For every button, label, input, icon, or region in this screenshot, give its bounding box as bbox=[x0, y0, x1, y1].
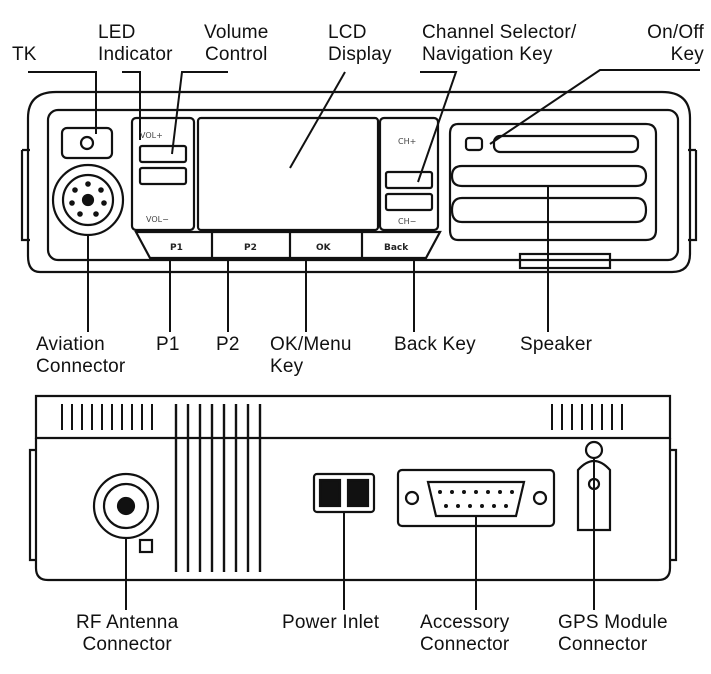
vol-down-mark: VOL− bbox=[146, 215, 169, 224]
vol-up-mark: VOL+ bbox=[140, 131, 163, 140]
leader-lines bbox=[28, 69, 700, 610]
speaker-label: Speaker bbox=[520, 334, 593, 355]
p1-label: P1 bbox=[156, 334, 180, 355]
channel-selector-label: Channel Selector/Navigation Key bbox=[422, 22, 577, 65]
p2-label: P2 bbox=[216, 334, 240, 355]
p2-key-mark: P2 bbox=[244, 243, 257, 253]
panel-marks: VOL+ VOL− CH+ CH− P1 P2 OK Back bbox=[140, 131, 416, 253]
tk-label: TK bbox=[12, 44, 37, 65]
back-key-mark: Back bbox=[384, 243, 409, 253]
p1-key-mark: P1 bbox=[170, 243, 183, 253]
ch-down-mark: CH− bbox=[398, 217, 416, 226]
power-inlet-label: Power Inlet bbox=[282, 612, 380, 633]
ok-key-mark: OK bbox=[316, 243, 332, 253]
ch-up-mark: CH+ bbox=[398, 137, 416, 146]
back-key-label: Back Key bbox=[394, 334, 476, 355]
front-panel bbox=[20, 90, 698, 274]
